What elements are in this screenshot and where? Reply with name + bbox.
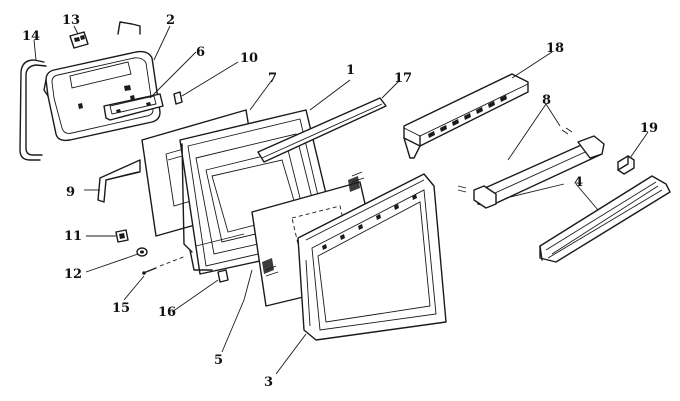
part-2-door-trim [43, 50, 161, 142]
part-8-handle [457, 127, 605, 209]
part-15-screw [142, 255, 187, 275]
part-19-endcap [617, 155, 635, 175]
part-4-kick-strip [539, 175, 671, 263]
part-14-gasket [19, 59, 47, 161]
callout-7: 7 [268, 71, 277, 86]
callout-19: 19 [640, 121, 658, 136]
callout-17: 17 [394, 71, 412, 86]
callout-11: 11 [64, 229, 82, 244]
callout-16: 16 [158, 305, 176, 320]
callout-18: 18 [546, 41, 564, 56]
callout-10: 10 [240, 51, 258, 66]
callout-1: 1 [346, 63, 355, 78]
callout-9: 9 [66, 185, 75, 200]
part-6-insert [103, 93, 164, 121]
callout-13: 13 [62, 13, 80, 28]
part-12-washer [136, 247, 148, 257]
callout-6: 6 [196, 45, 205, 60]
part-9-bracket [97, 159, 141, 203]
part-13-bracket [69, 31, 89, 49]
callout-15: 15 [112, 301, 130, 316]
callout-4: 4 [574, 175, 583, 190]
part-18-control-strip [403, 73, 529, 159]
callout-labels: 13 2 14 6 10 7 1 17 18 8 19 4 9 11 12 15… [22, 13, 658, 390]
part-17-strip [257, 97, 387, 163]
part-16-block [217, 269, 229, 283]
callout-12: 12 [64, 267, 82, 282]
part-11-clip [115, 229, 129, 243]
part-hook [117, 21, 141, 35]
callout-2: 2 [166, 13, 175, 28]
callout-14: 14 [22, 29, 40, 44]
callout-3: 3 [264, 375, 273, 390]
part-10-clip [173, 91, 183, 105]
part-3-outer-door [297, 173, 447, 341]
callout-5: 5 [214, 353, 223, 368]
leader-lines [33, 25, 649, 375]
callout-8: 8 [542, 93, 551, 108]
